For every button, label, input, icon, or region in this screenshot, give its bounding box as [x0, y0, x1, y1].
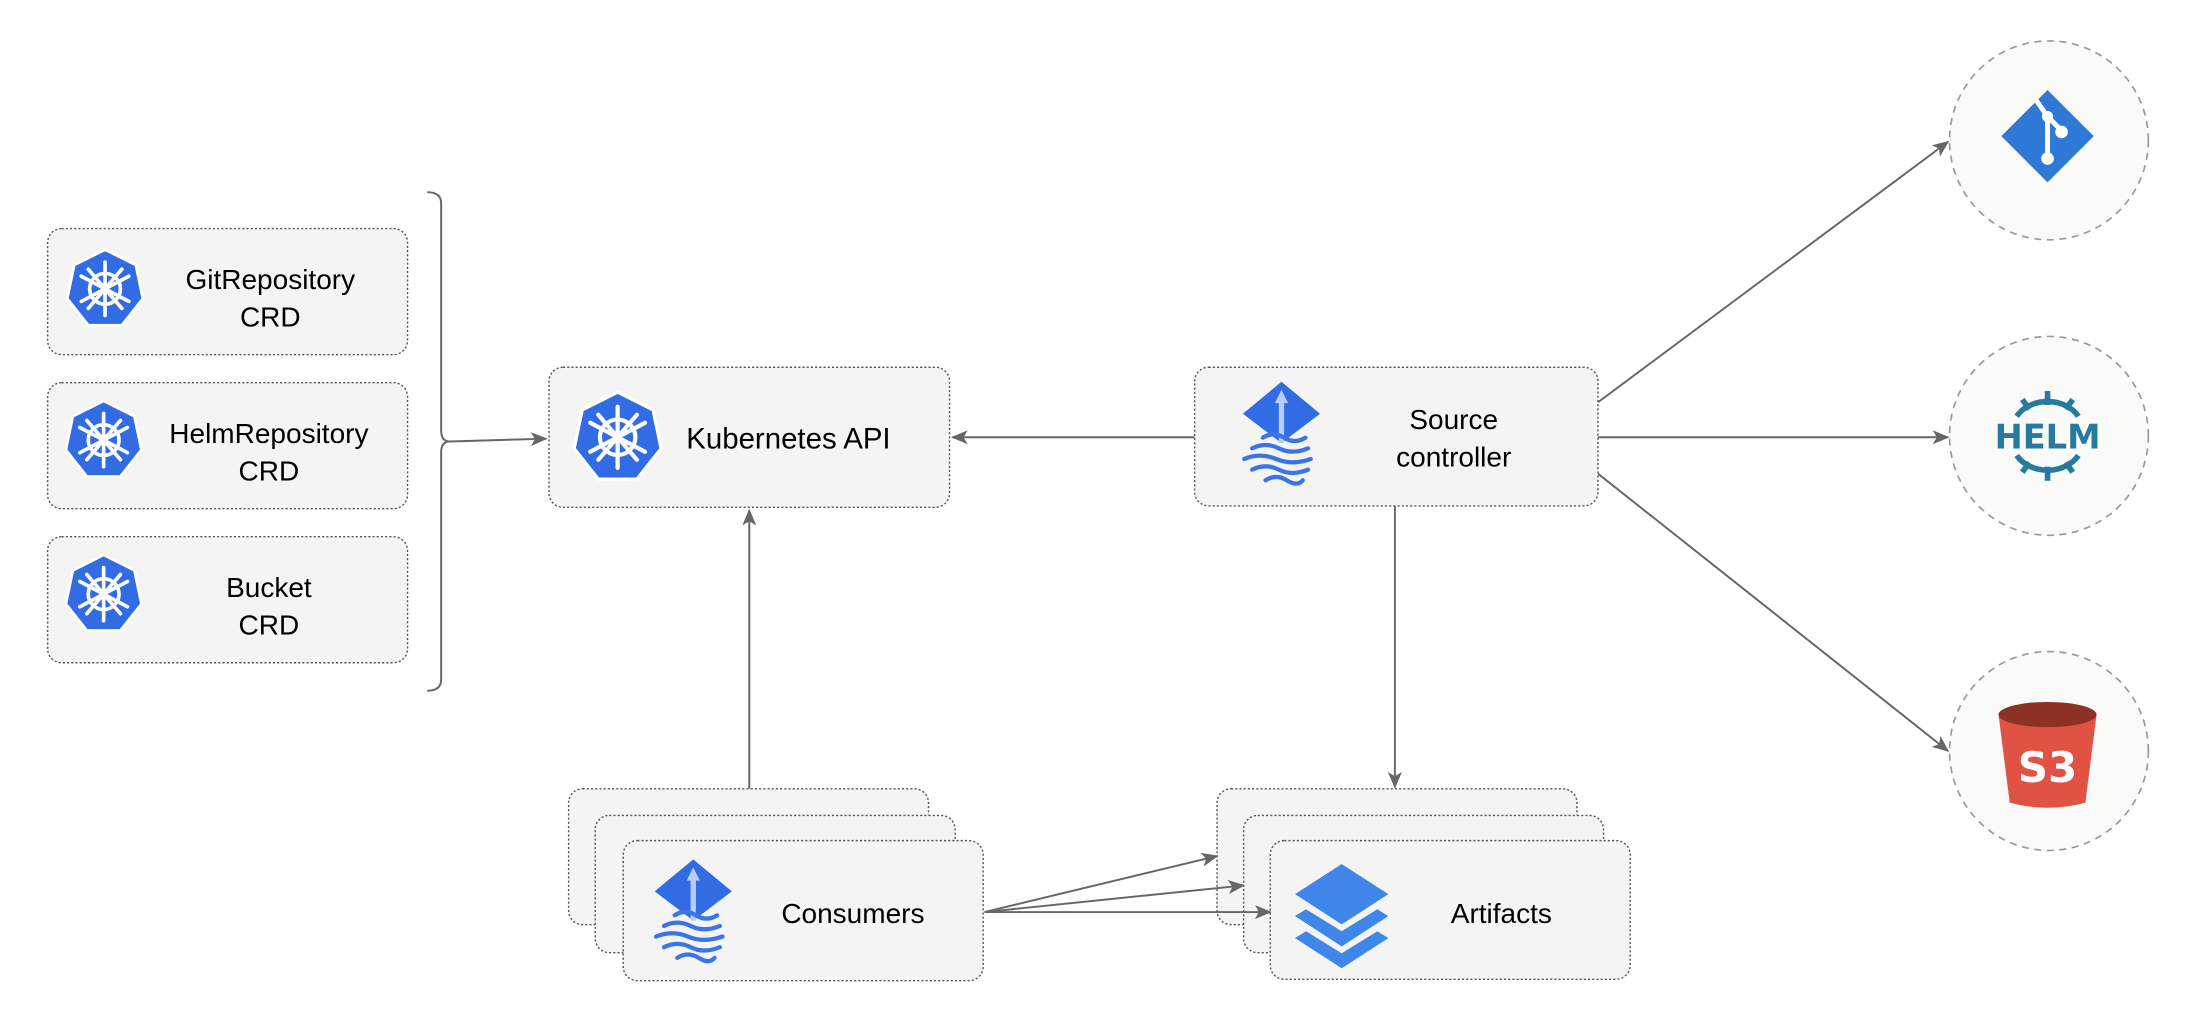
node-label: Kubernetes API [686, 422, 890, 455]
node-label: CRD [239, 456, 300, 487]
crd-brace [427, 191, 450, 692]
artifacts-node[interactable]: Artifacts [1216, 788, 1631, 980]
node-label: controller [1396, 442, 1511, 473]
node-label: GitRepository [185, 264, 355, 295]
helm-source-node[interactable]: HELM [1948, 335, 2150, 537]
edge-controller-to-git [1597, 140, 1950, 404]
s3-source-node[interactable]: S3 [1948, 650, 2150, 852]
node-label: CRD [239, 610, 300, 641]
consumers-node[interactable]: Consumers [567, 788, 984, 982]
helm-icon: HELM [1995, 391, 2101, 481]
edge-crds-to-api [449, 432, 548, 447]
git-source-node[interactable] [1948, 40, 2150, 241]
helm-repository-crd-node[interactable]: HelmRepository CRD [46, 381, 409, 510]
bucket-crd-node[interactable]: Bucket CRD [46, 536, 409, 664]
edge-consumers-to-artifacts-1 [984, 852, 1219, 913]
node-label: Source [1409, 404, 1498, 435]
node-label: Bucket [226, 572, 312, 603]
node-label: Consumers [781, 898, 924, 929]
git-repository-crd-node[interactable]: GitRepository CRD [46, 227, 409, 356]
source-controller-node[interactable]: Source controller [1193, 366, 1599, 507]
svg-text:S3: S3 [2018, 743, 2077, 792]
kubernetes-api-node[interactable]: Kubernetes API [548, 366, 951, 508]
node-label: CRD [240, 302, 301, 333]
edge-consumers-to-artifacts-2 [984, 880, 1246, 914]
edge-controller-to-s3 [1597, 472, 1950, 752]
s3-bucket-icon: S3 [1998, 701, 2097, 808]
node-label: HelmRepository [169, 418, 368, 449]
node-label: Artifacts [1451, 898, 1552, 929]
svg-text:HELM: HELM [1995, 417, 2101, 456]
